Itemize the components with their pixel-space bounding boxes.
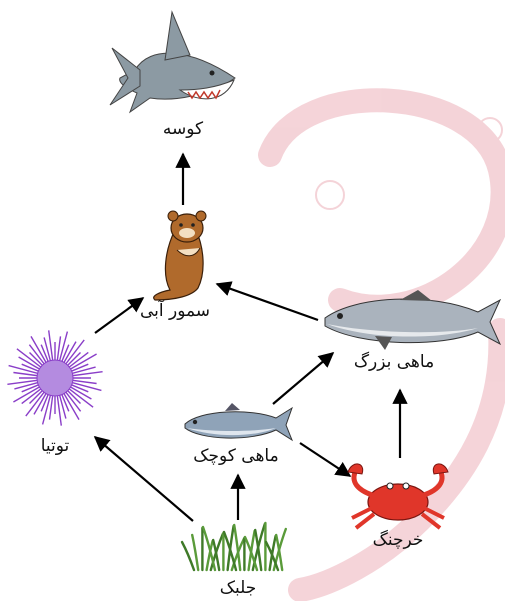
arrow-smallfish-to-crab — [300, 443, 350, 476]
urchin-icon — [7, 330, 102, 425]
label-urchin: توتیا — [41, 438, 70, 455]
arrow-algae-to-urchin — [95, 437, 193, 521]
arrow-smallfish-to-bigfish — [273, 353, 333, 404]
arrow-urchin-to-otter — [95, 298, 143, 333]
label-shark: کوسه — [163, 121, 203, 138]
small-fish-icon — [185, 403, 292, 440]
label-small-fish: ماهی کوچک — [193, 448, 278, 465]
label-crab: خرچنگ — [373, 532, 424, 549]
label-algae: جلبک — [220, 580, 256, 597]
arrow-bigfish-to-otter — [217, 284, 318, 320]
label-big-fish: ماهی بزرگ — [354, 354, 434, 371]
label-otter: سمور آبی — [140, 303, 210, 320]
algae-icon — [182, 523, 286, 570]
otter-icon — [154, 211, 206, 300]
shark-icon — [110, 12, 235, 112]
